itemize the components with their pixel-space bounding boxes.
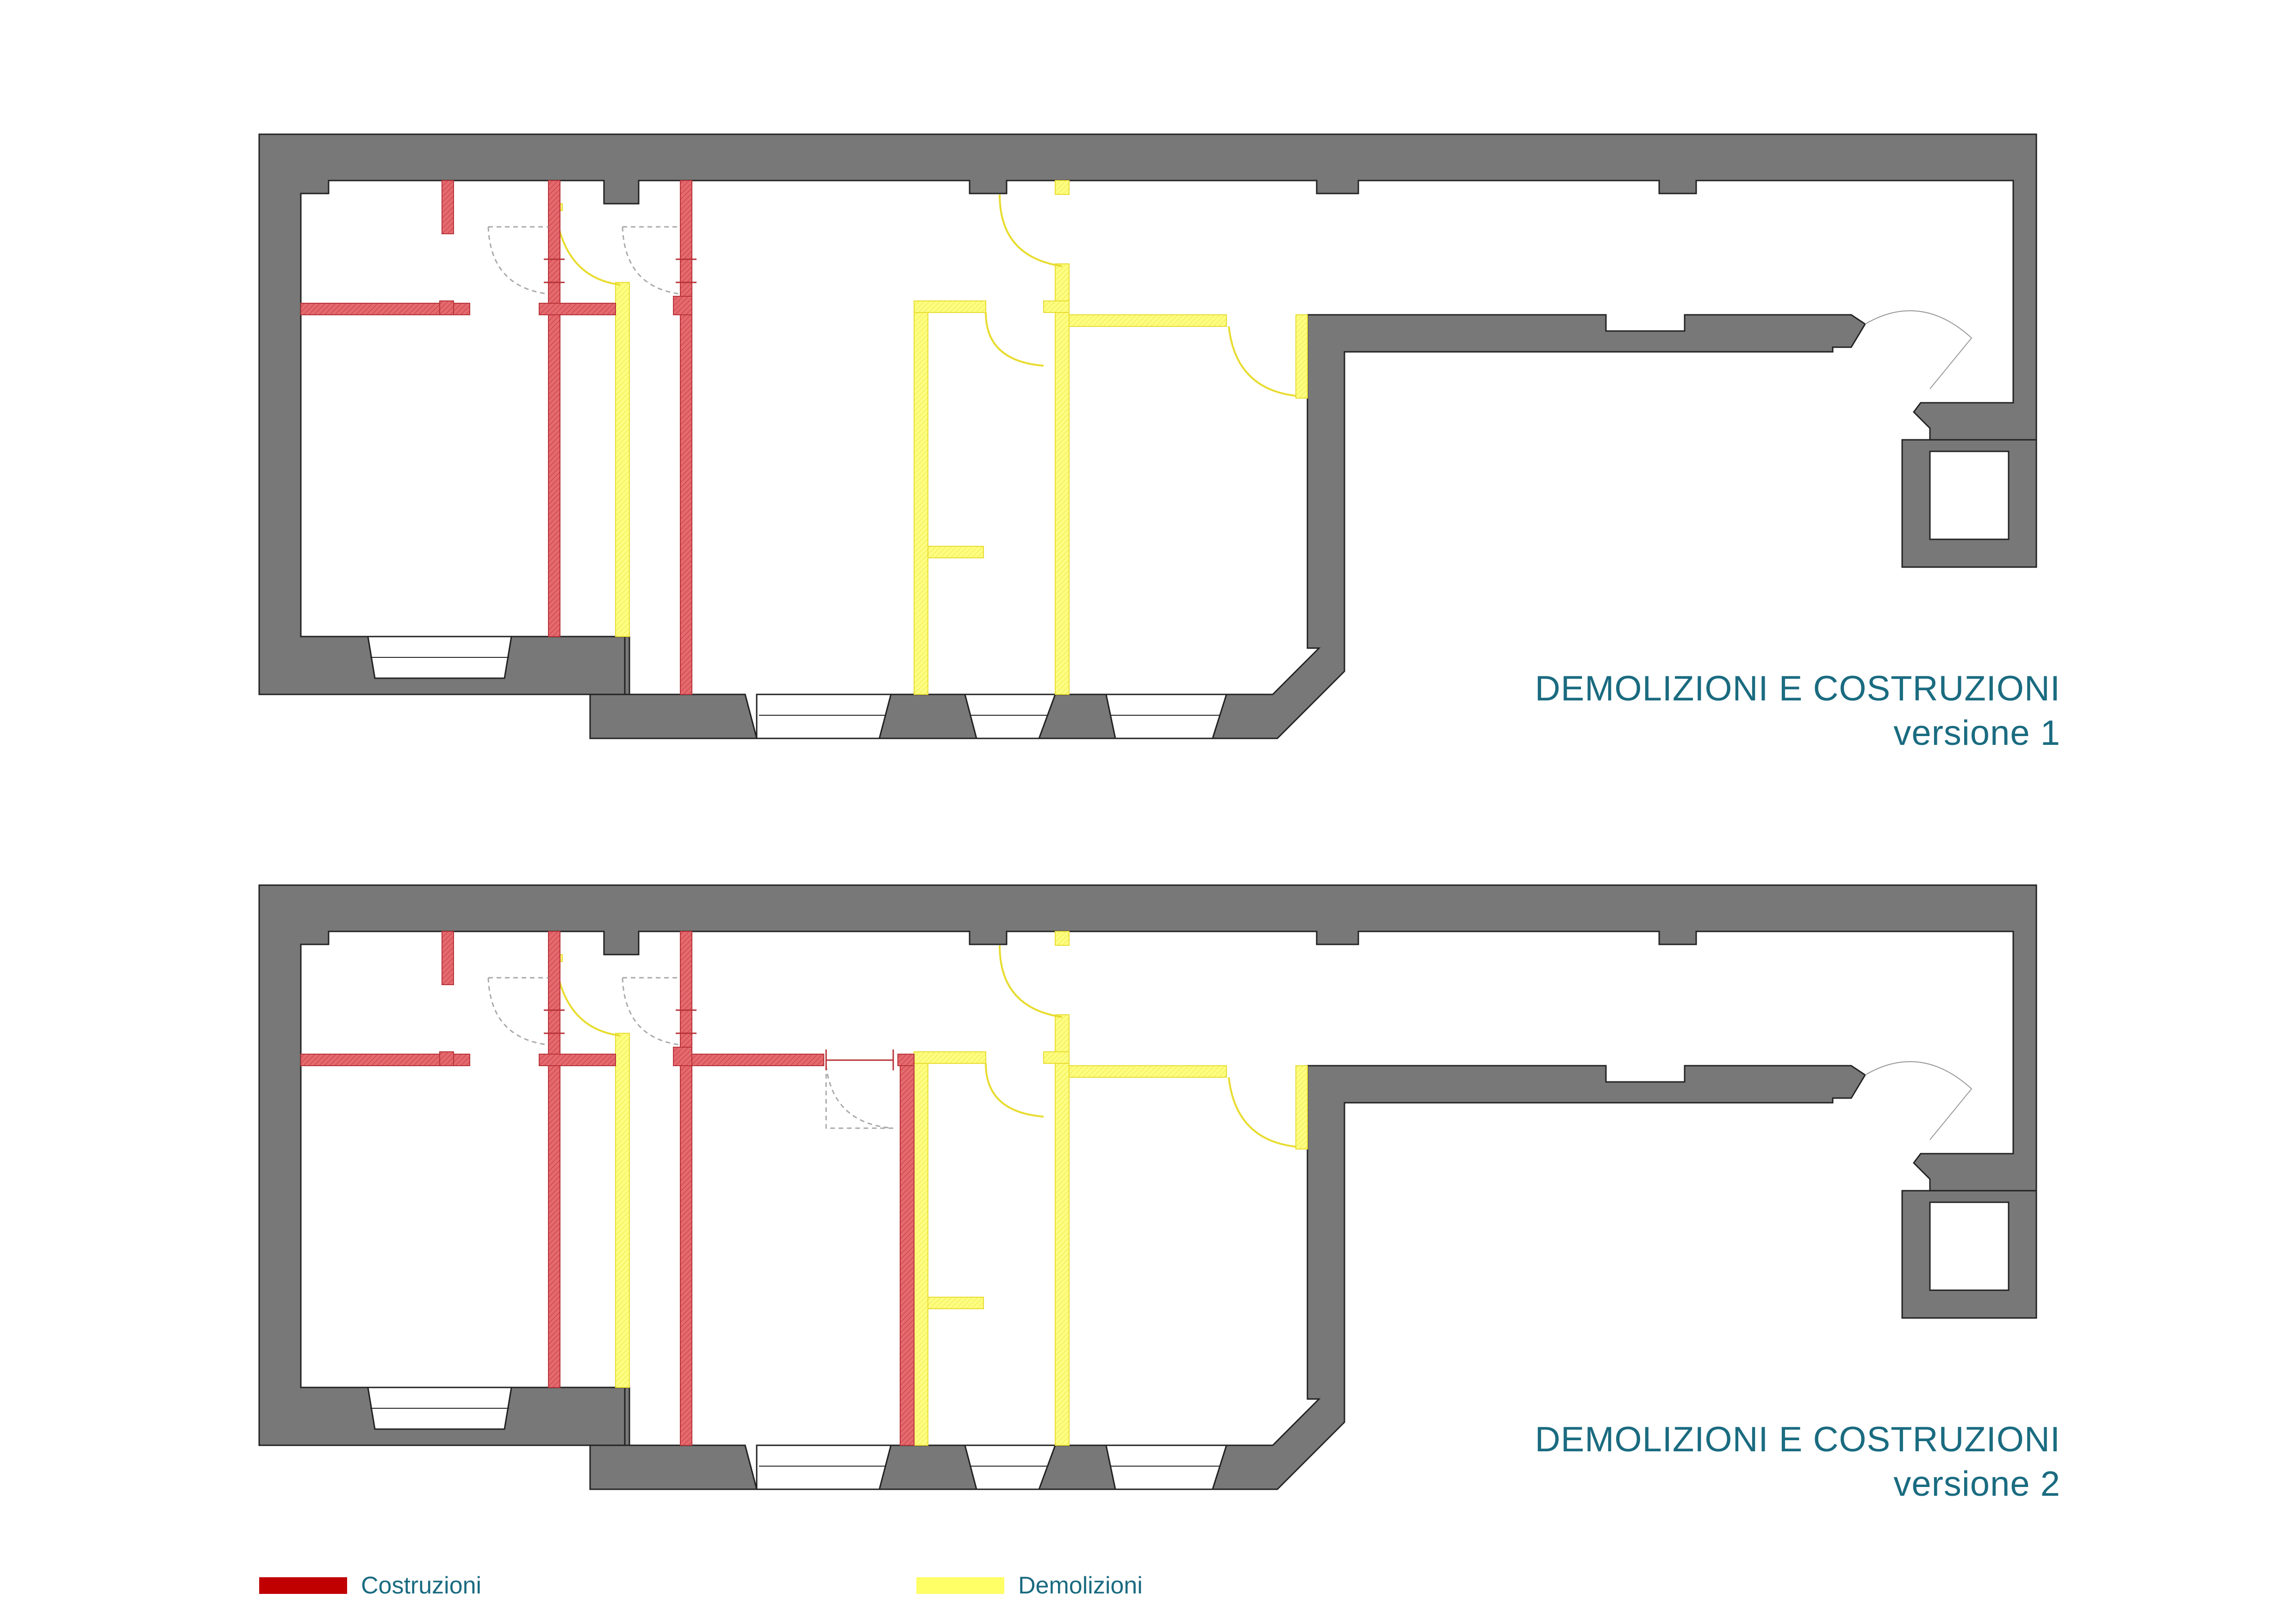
demolition-walls	[550, 931, 1308, 1446]
plan-2-title-line1: DEMOLIZIONI E COSTRUZIONI	[1535, 1420, 2060, 1459]
demolition-walls	[550, 180, 1308, 695]
legend-demolition-swatch	[916, 1577, 1004, 1594]
plan-2-title-line2: versione 2	[1893, 1464, 2060, 1504]
floor-plan-version-1	[258, 133, 2037, 739]
legend-construction-swatch	[259, 1577, 347, 1594]
plan-1-title-line1: DEMOLIZIONI E COSTRUZIONI	[1535, 669, 2060, 708]
plan-1-title: DEMOLIZIONI E COSTRUZIONI versione 1	[1535, 667, 2061, 756]
legend-construction: Costruzioni	[259, 1572, 481, 1599]
plan-1-title-line2: versione 1	[1893, 713, 2060, 753]
floor-plan-version-2	[258, 884, 2037, 1490]
plan-2-title: DEMOLIZIONI E COSTRUZIONI versione 2	[1535, 1418, 2061, 1506]
construction-door-swings	[487, 226, 681, 295]
construction-walls	[300, 931, 915, 1446]
legend-demolition: Demolizioni	[916, 1572, 1143, 1599]
legend-construction-label: Costruzioni	[361, 1572, 482, 1599]
construction-door-swings	[487, 977, 894, 1129]
legend-demolition-label: Demolizioni	[1018, 1572, 1143, 1599]
construction-walls	[300, 180, 692, 695]
